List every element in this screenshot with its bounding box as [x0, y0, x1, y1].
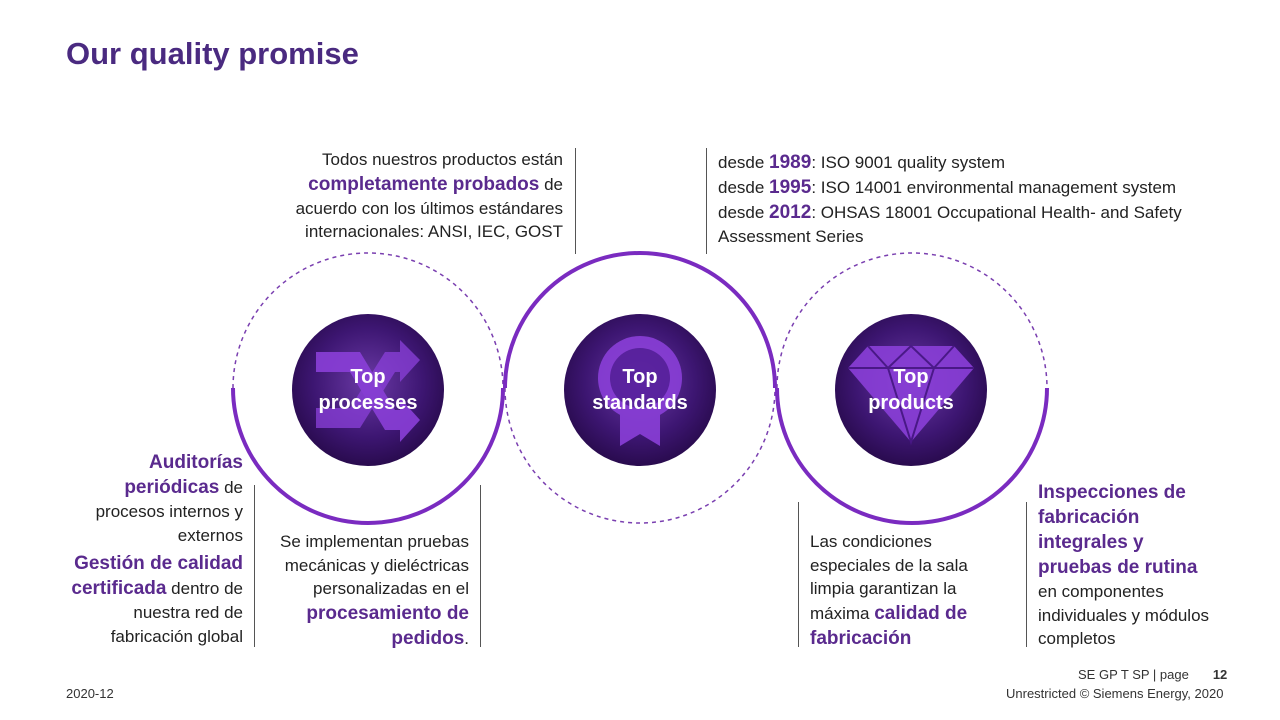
iso-item: desde 1989: ISO 9001 quality system [718, 152, 1006, 173]
footer-copyright: Unrestricted © Siemens Energy, 2020 [1006, 686, 1224, 701]
left-ring-dashed [232, 252, 504, 389]
iso-list: desde 1989: ISO 9001 quality system desd… [718, 150, 1258, 249]
left-block: Auditorías periódicas de procesos intern… [71, 452, 243, 646]
shuffle-arrows-icon [316, 340, 420, 442]
divider [706, 148, 707, 254]
middle-ring-solid [503, 251, 777, 389]
diamond-icon [848, 344, 974, 446]
divider [254, 485, 255, 647]
mid-left-block: Se implementan pruebas mecánicas y dielé… [279, 532, 469, 649]
top-left-text: Todos nuestros productos están completam… [295, 150, 563, 241]
right-ring-solid [775, 387, 1049, 525]
divider [575, 148, 576, 254]
mid-right-block: Las condiciones especiales de la sala li… [810, 532, 968, 649]
right-block: Inspecciones de fabricación integrales y… [1038, 482, 1210, 648]
divider [480, 485, 481, 647]
left-ring-solid [231, 387, 505, 525]
iso-item: desde 2012: OHSAS 18001 Occupational Hea… [718, 202, 1182, 223]
footer-date: 2020-12 [66, 686, 114, 701]
award-ribbon-icon [598, 336, 682, 446]
divider [1026, 502, 1027, 647]
page-title: Our quality promise [66, 36, 359, 71]
right-ring-dashed [776, 252, 1048, 389]
divider [798, 502, 799, 647]
iso-item: desde 1995: ISO 14001 environmental mana… [718, 177, 1177, 198]
middle-ring-dashed [504, 387, 776, 524]
